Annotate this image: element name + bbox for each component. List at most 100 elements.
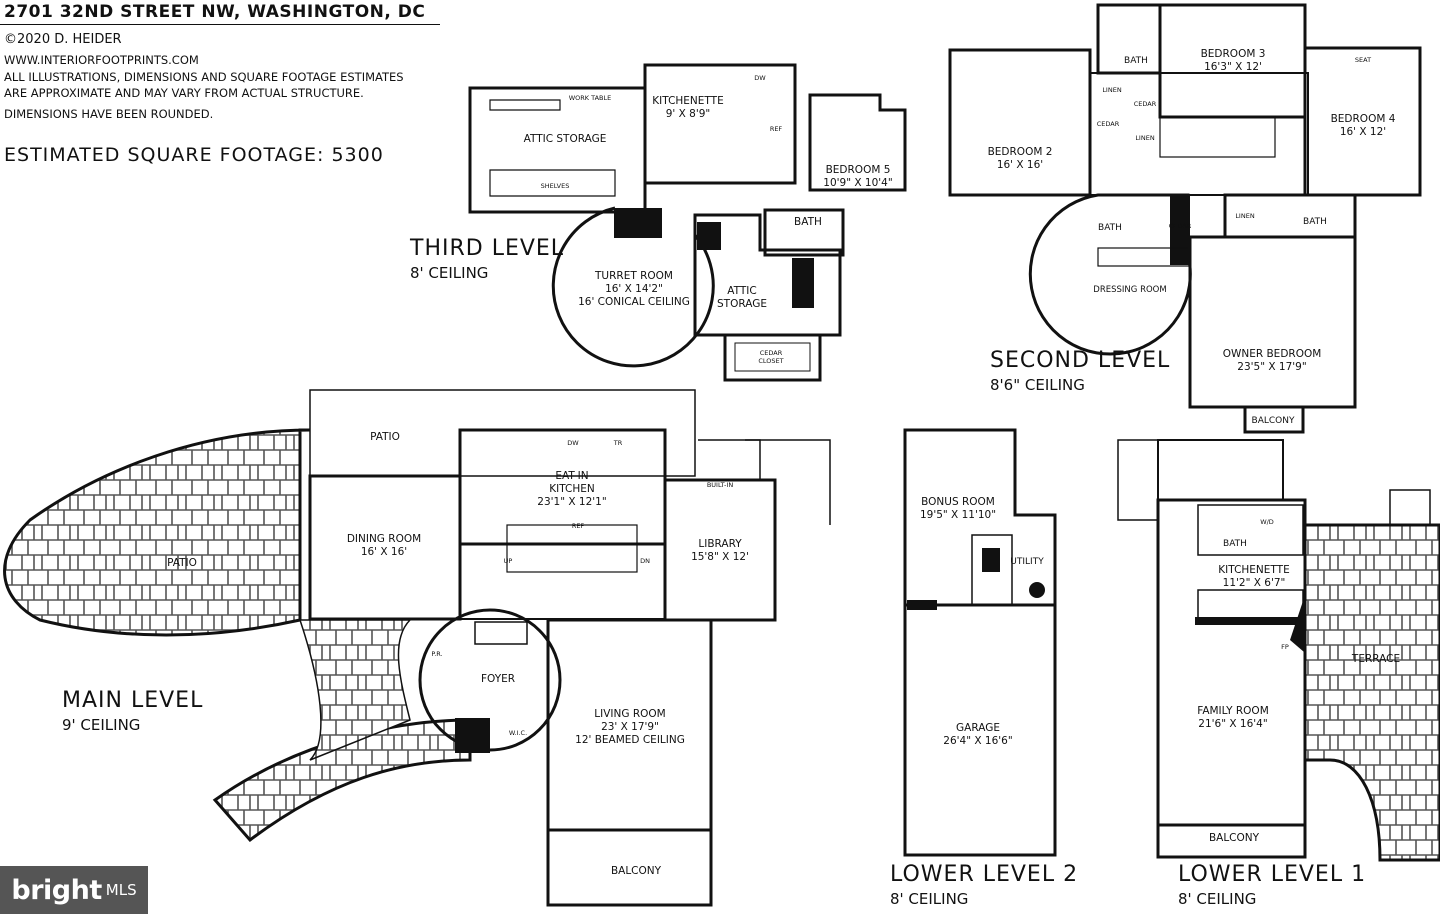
cedar-closet: [723, 333, 822, 382]
turret-room-dim: 16' X 14'2": [605, 283, 663, 295]
owner-bedroom-room: [1188, 235, 1357, 409]
patio-north-label: PATIO: [370, 431, 400, 443]
cedar-tag-a: CEDAR: [1096, 120, 1120, 128]
seat-tag: SEAT: [1354, 56, 1372, 64]
cedar-closet-label-a: CEDAR: [759, 349, 783, 357]
bedroom-4-room: [1303, 46, 1422, 197]
lower-level-1-ceiling: 8' CEILING: [1178, 890, 1257, 908]
bedroom-5-dim: 10'9" X 10'4": [823, 177, 893, 189]
eat-in-label: EAT-IN: [555, 470, 589, 482]
second-level-title: SECOND LEVEL: [990, 348, 1171, 373]
kitchenette-lower-dim: 11'2" X 6'7": [1222, 577, 1286, 589]
lower-level-1-title: LOWER LEVEL 1: [1178, 862, 1367, 887]
copyright-text: ©2020 D. HEIDER: [4, 32, 122, 47]
kitchenette-third: [643, 63, 797, 185]
foyer-label: FOYER: [480, 673, 516, 685]
linen-tag-c: LINEN: [1235, 212, 1255, 220]
tr-tag: TR: [613, 439, 623, 447]
website-text: WWW.INTERIORFOOTPRINTS.COM: [4, 53, 199, 67]
bedroom-5-label: BEDROOM 5: [825, 164, 891, 176]
attic-storage-label: ATTIC STORAGE: [523, 133, 607, 145]
balcony-lower-label: BALCONY: [1208, 832, 1260, 844]
second-level-ceiling: 8'6" CEILING: [990, 376, 1085, 394]
bedroom-2-dim: 16' X 16': [996, 159, 1044, 171]
built-in-tag: BUILT-IN: [706, 481, 734, 489]
bath-lower-label: BATH: [1223, 539, 1247, 549]
second-level-plan: [948, 3, 1422, 434]
balcony-lower-1: [1156, 823, 1307, 859]
lower-level-2-title: LOWER LEVEL 2: [890, 862, 1079, 887]
balcony-main: [546, 828, 713, 907]
living-room-ceiling: 12' BEAMED CEILING: [575, 734, 685, 746]
library-room: [663, 478, 777, 622]
linen-tag-a: LINEN: [1102, 86, 1122, 94]
mls-logo-text: MLS: [105, 881, 137, 899]
patio-north-area: [309, 389, 696, 477]
shelves-label: SHELVES: [540, 182, 570, 190]
kitchen-dim: 23'1" X 12'1": [537, 496, 607, 508]
balcony-main-label: BALCONY: [610, 865, 662, 877]
kitchenette-lower-label: KITCHENETTE: [1218, 564, 1290, 576]
owner-bedroom-dim: 23'5" X 17'9": [1237, 361, 1307, 373]
square-footage: ESTIMATED SQUARE FOOTAGE: 5300: [4, 144, 384, 166]
third-level-title: THIRD LEVEL: [410, 236, 565, 261]
main-level-ceiling: 9' CEILING: [62, 716, 141, 734]
bedroom-3-label: BEDROOM 3: [1200, 48, 1266, 60]
attic-label-a: ATTIC: [727, 285, 757, 297]
lower-level-2-plan: [903, 428, 1057, 857]
library-label: LIBRARY: [698, 538, 742, 550]
linen-tag-b: LINEN: [1135, 134, 1155, 142]
cedar-tag-b: CEDAR: [1133, 100, 1157, 108]
bonus-room-dim: 19'5" X 11'10": [919, 509, 997, 521]
bath-second-south-label: BATH: [1303, 217, 1327, 227]
patio-west-area: [3, 428, 311, 637]
bath-third-label: BATH: [794, 216, 822, 228]
dining-room-label: DINING ROOM: [346, 533, 422, 545]
bath-second-west-label: BATH: [1098, 223, 1122, 233]
third-level-plan: [468, 63, 907, 382]
kitchen-label: KITCHEN: [549, 483, 595, 495]
address-title: 2701 32ND STREET NW, WASHINGTON, DC: [4, 2, 426, 22]
dw-tag-main: DW: [567, 439, 579, 447]
bedroom-5-room: [808, 93, 907, 192]
dw-tag-third: DW: [754, 74, 766, 82]
bedroom-4-label: BEDROOM 4: [1330, 113, 1396, 125]
library-dim: 15'8" X 12': [691, 551, 749, 563]
wd-tag: W/D: [1260, 518, 1274, 526]
disclaimer-line-2: ARE APPROXIMATE AND MAY VARY FROM ACTUAL…: [4, 86, 364, 100]
living-room-label: LIVING ROOM: [594, 708, 666, 720]
bath-second-north-label: BATH: [1124, 56, 1148, 66]
cedar-tag-c: CEDAR: [1168, 222, 1192, 230]
third-level-ceiling: 8' CEILING: [410, 264, 489, 282]
terrace-label: TERRACE: [1351, 653, 1401, 665]
header-rule: [0, 24, 440, 25]
cedar-closet-label-b: CLOSET: [758, 357, 784, 365]
family-room-label: FAMILY ROOM: [1197, 705, 1269, 717]
turret-room-room: [551, 206, 715, 368]
utility-label: UTILITY: [1010, 557, 1044, 567]
bonus-room-label: BONUS ROOM: [921, 496, 995, 508]
lower-level-1-plan: [1117, 439, 1440, 862]
living-room-dim: 23' X 17'9": [601, 721, 659, 733]
dining-room-dim: 16' X 16': [360, 546, 408, 558]
turret-room-label: TURRET ROOM: [595, 270, 673, 282]
disclaimer-line-1: ALL ILLUSTRATIONS, DIMENSIONS AND SQUARE…: [4, 70, 404, 84]
bedroom-4-dim: 16' X 12': [1339, 126, 1387, 138]
terrace-area: [1303, 523, 1440, 862]
garage-label: GARAGE: [956, 722, 1000, 734]
wic-tag: W.I.C.: [508, 729, 528, 737]
disclaimer-line-3: DIMENSIONS HAVE BEEN ROUNDED.: [4, 107, 214, 121]
patio-west-label: PATIO: [167, 557, 197, 569]
bath-third: [763, 208, 845, 257]
lower-level-2-ceiling: 8' CEILING: [890, 890, 969, 908]
bedroom-2-label: BEDROOM 2: [987, 146, 1053, 158]
kitchenette-third-label: KITCHENETTE: [652, 95, 724, 107]
dressing-room-room: [1028, 193, 1192, 356]
dressing-room-label: DRESSING ROOM: [1093, 285, 1167, 295]
fireplace-tag: FP: [1281, 643, 1289, 651]
kitchenette-third-dim: 9' X 8'9": [665, 108, 711, 120]
bright-mls-logo: bright MLS: [0, 866, 148, 914]
bedroom-2-room: [948, 48, 1092, 197]
